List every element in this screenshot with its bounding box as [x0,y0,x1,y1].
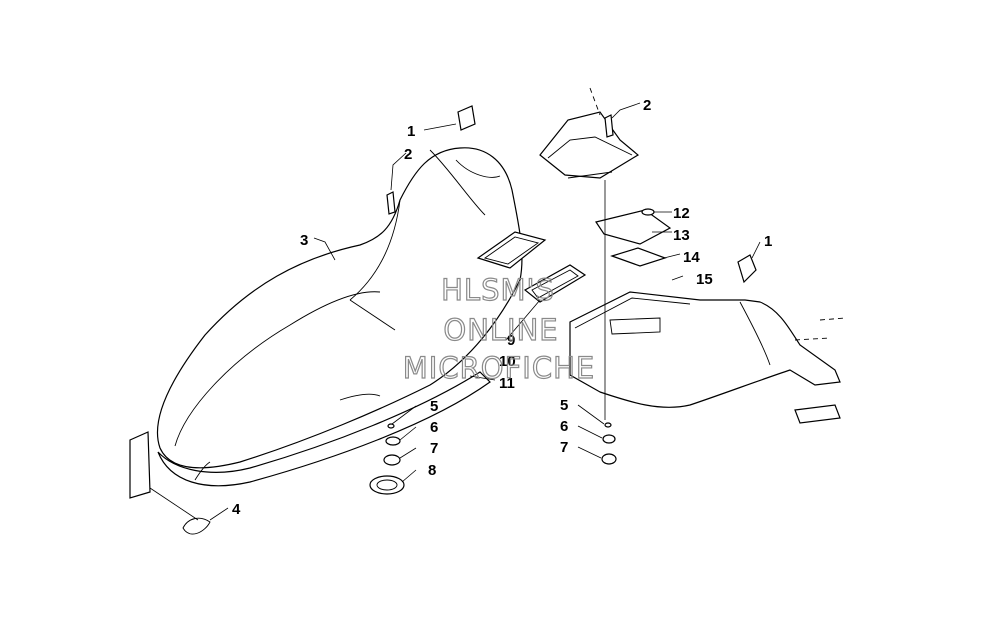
part-7-left [383,454,401,466]
watermark-line-2: ONLINE [443,313,558,347]
part-9 [523,264,587,303]
part-1-left [457,105,476,131]
callout-leaders [209,102,761,521]
watermark: HLSM'S ONLINE MICROFICHE [402,272,595,385]
part-14 [610,247,667,267]
callout-2-right: 2 [643,97,651,114]
seat-vent-opening [476,231,547,269]
callout-12: 12 [673,205,690,222]
callout-1-right: 1 [764,233,772,250]
callout-numbers: 1 2 3 4 5 6 7 8 9 10 11 2 12 13 14 15 1 … [232,97,772,518]
part-7-right [601,453,617,465]
callout-8-left: 8 [428,462,436,479]
part-12 [641,208,655,216]
callout-7-right: 7 [560,439,568,456]
seat-assembly [156,147,523,487]
part-6-right [602,434,616,444]
part-8-left [369,475,405,495]
callout-6-right: 6 [560,418,568,435]
part-2-left [386,191,396,215]
callout-10: 10 [499,353,516,370]
callout-3: 3 [300,232,308,249]
callout-11: 11 [499,375,515,392]
top-handle [539,87,640,179]
callout-5-right: 5 [560,397,568,414]
watermark-line-1: HLSM'S [441,273,555,307]
part-1-right [737,254,757,284]
rear-rack [569,291,846,424]
part-13 [595,209,672,245]
callout-1-left: 1 [407,123,415,140]
callout-2-left: 2 [404,146,412,163]
callout-9: 9 [507,332,515,349]
callout-4: 4 [232,501,241,518]
callout-13: 13 [673,227,690,244]
watermark-line-3: MICROFICHE [403,351,595,385]
callout-7-left: 7 [430,440,438,457]
callout-15: 15 [696,271,713,288]
part-4-plate [129,431,151,499]
part-2-right [604,114,614,138]
callout-5-left: 5 [430,398,438,415]
part-5-left [387,423,395,429]
callout-14: 14 [683,249,700,266]
part-6-left [385,436,401,446]
part-4-clip [182,517,211,535]
part-5-right [604,422,612,428]
small-parts [129,105,757,535]
callout-6-left: 6 [430,419,438,436]
